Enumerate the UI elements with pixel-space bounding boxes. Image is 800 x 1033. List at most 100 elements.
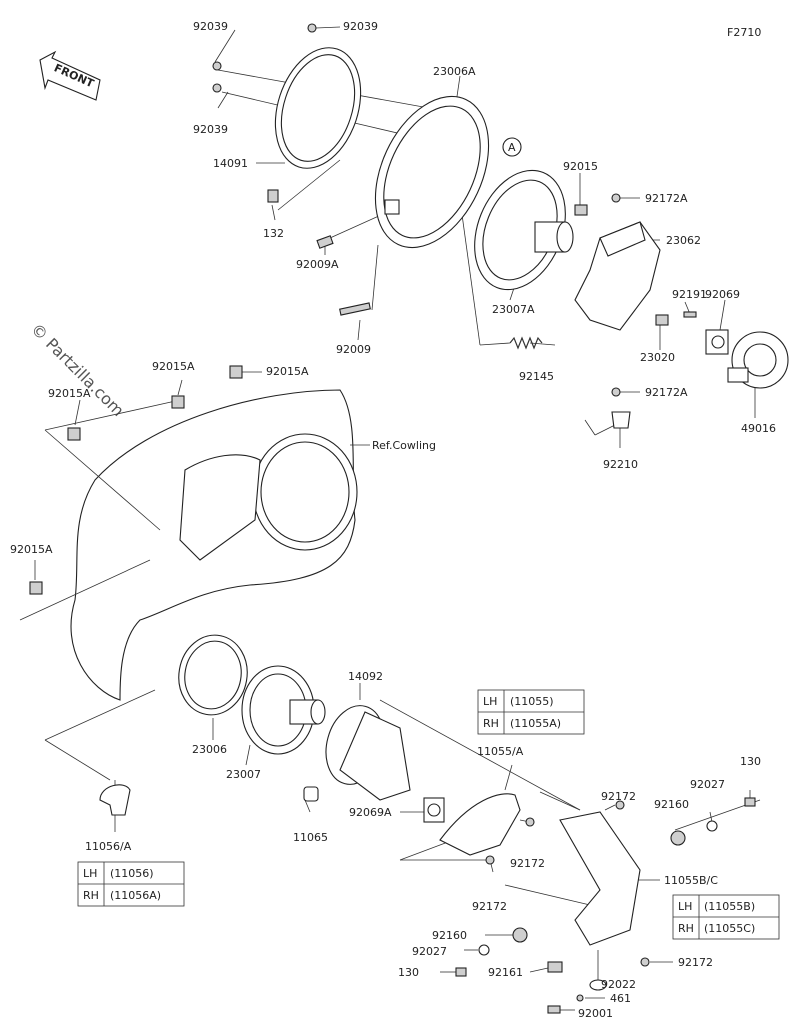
callout-11065[interactable]: 11065 [293,831,328,844]
nut-92015A-b [229,365,243,379]
ring-23006A [374,95,490,249]
callout-92015A-c[interactable]: 92015A [48,387,91,400]
svg-text:LH: LH [483,695,497,708]
callout-92039-right[interactable]: 92039 [343,20,378,33]
callout-92027-top[interactable]: 92027 [690,778,725,791]
callout-11056A[interactable]: 11056/A [85,840,132,853]
callout-132[interactable]: 132 [263,227,284,240]
table-11056: LH (11056) RH (11056A) [77,861,185,907]
callout-92039-low[interactable]: 92039 [193,123,228,136]
callout-92161[interactable]: 92161 [488,966,523,979]
collar-92161 [547,961,563,973]
leader-lines-mid [19,371,370,621]
damper-92160-bot [512,927,528,943]
leader-lines-lower [44,683,761,1011]
callout-92172-d[interactable]: 92172 [678,956,713,969]
nut-92015A-d [29,581,43,595]
callout-92039-top[interactable]: 92039 [193,20,228,33]
callout-92022[interactable]: 92022 [601,978,636,991]
pin-92191 [683,311,697,318]
callout-11055A[interactable]: 11055/A [477,745,524,758]
nut-92015A-a [171,395,185,409]
callout-14091[interactable]: 14091 [213,157,248,170]
callout-23020[interactable]: 23020 [640,351,675,364]
callout-92172-c[interactable]: 92172 [472,900,507,913]
bulb-92069 [705,329,729,355]
callout-92172A-top[interactable]: 92172A [645,192,688,205]
svg-text:LH: LH [678,900,692,913]
callout-92009A[interactable]: 92009A [296,258,339,271]
screw-92039-left [212,61,222,71]
plate-92022 [589,979,607,991]
bracket-11055A [439,793,521,856]
callout-92160-top[interactable]: 92160 [654,798,689,811]
svg-text:A: A [508,141,516,154]
callout-92160-bot[interactable]: 92160 [432,929,467,942]
ref-cowling: Ref.Cowling [372,439,436,452]
callout-23062[interactable]: 23062 [666,234,701,247]
headlamp-23007 [241,665,326,755]
callout-92027-bot[interactable]: 92027 [412,945,447,958]
cap-49016 [727,331,789,389]
callout-14092[interactable]: 14092 [348,670,383,683]
front-arrow-icon: FRONT [39,50,101,101]
svg-text:RH: RH [83,889,99,902]
screw-92039-top [307,23,317,33]
nut-92015A-c [67,427,81,441]
callout-92145[interactable]: 92145 [519,370,554,383]
svg-text:(11055): (11055) [510,695,554,708]
callout-23007[interactable]: 23007 [226,768,261,781]
callout-92015A-d[interactable]: 92015A [10,543,53,556]
cowling-ref [70,389,358,701]
callout-92069A[interactable]: 92069A [349,806,392,819]
callout-23007A[interactable]: 23007A [492,303,535,316]
figure-code: F2710 [727,26,761,39]
callout-92210[interactable]: 92210 [603,458,638,471]
svg-text:RH: RH [483,717,499,730]
table-11055B: LH (11055B) RH (11055C) [672,894,780,940]
svg-text:RH: RH [678,922,694,935]
screw-92172-a [615,800,625,810]
callout-130-bot[interactable]: 130 [398,966,419,979]
callout-23006[interactable]: 23006 [192,743,227,756]
ring-23006 [178,634,248,716]
callout-23006A[interactable]: 23006A [433,65,476,78]
plate-92210 [611,411,631,429]
callout-92015A-b[interactable]: 92015A [266,365,309,378]
watermark: © Partzilla.com [27,319,128,420]
callout-92015[interactable]: 92015 [563,160,598,173]
screw-92172A-bot [611,387,621,397]
ref-a-marker: A [502,137,522,157]
screw-92172-d [640,957,650,967]
nut-92015 [574,204,588,216]
housing-14092 [325,705,411,801]
washer-92027-top [706,820,718,832]
callout-461[interactable]: 461 [610,992,631,1005]
callout-92015A-a[interactable]: 92015A [152,360,195,373]
callout-labels: 92039 92039 92039 14091 23006A 132 92009… [10,20,776,1020]
table-11055: LH (11055) RH (11055A) [477,689,585,735]
callout-92001[interactable]: 92001 [578,1007,613,1020]
bolt-130-bot [455,967,467,977]
callout-11055BC[interactable]: 11055B/C [664,874,718,887]
callout-92172A-bot[interactable]: 92172A [645,386,688,399]
screw-132 [267,189,279,203]
spring-92145 [509,336,543,350]
callout-49016[interactable]: 49016 [741,422,776,435]
callout-92009[interactable]: 92009 [336,343,371,356]
screw-92009A [316,235,334,249]
svg-text:LH: LH [83,867,97,880]
grommet-11065 [303,786,319,802]
damper-92160-top [670,830,686,846]
washer-92027-bot [478,944,490,956]
clip-23020 [655,314,669,326]
callout-130-top[interactable]: 130 [740,755,761,768]
callout-92069[interactable]: 92069 [705,288,740,301]
bracket-11055BC [559,811,641,946]
callout-92172-a[interactable]: 92172 [601,790,636,803]
callout-92172-b[interactable]: 92172 [510,857,545,870]
callout-92191[interactable]: 92191 [672,288,707,301]
nut-461 [576,994,584,1002]
svg-text:(11055B): (11055B) [704,900,755,913]
screw-92039-low [212,83,222,93]
